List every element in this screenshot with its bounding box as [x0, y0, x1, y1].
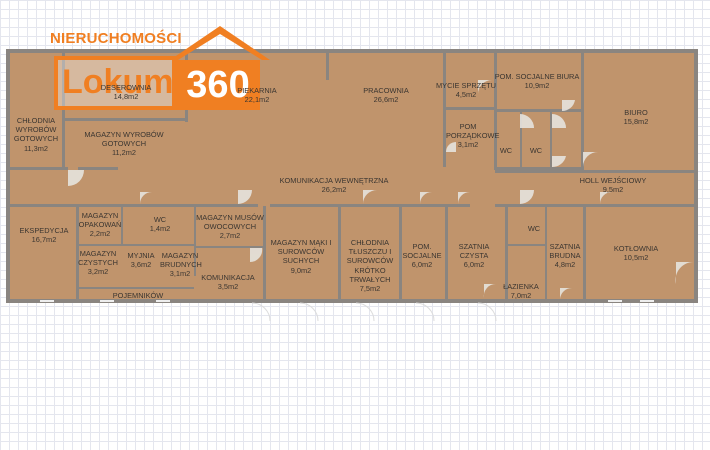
logo-tagline: NIERUCHOMOŚCI — [50, 30, 182, 47]
walls — [6, 49, 698, 303]
roof-icon — [170, 26, 270, 60]
room-label-pojemnikow: POJEMNIKÓW — [112, 291, 164, 300]
logo-number: 360 — [176, 60, 260, 110]
doors — [68, 80, 694, 299]
room-label-wc2: WC — [529, 146, 543, 155]
logo-frame — [54, 56, 176, 110]
room-label-wc1: WC — [499, 146, 513, 155]
floor-area — [9, 52, 695, 302]
room-label-chlodnia-tluszczu: CHŁODNIA TŁUSZCZU I SUROWCÓW KRÓTKO TRWA… — [346, 238, 394, 294]
room-label-wc3: WC — [527, 224, 541, 233]
logo-word: Lokum — [62, 63, 174, 101]
window-marks — [40, 300, 654, 302]
exterior-arcs — [251, 302, 497, 322]
